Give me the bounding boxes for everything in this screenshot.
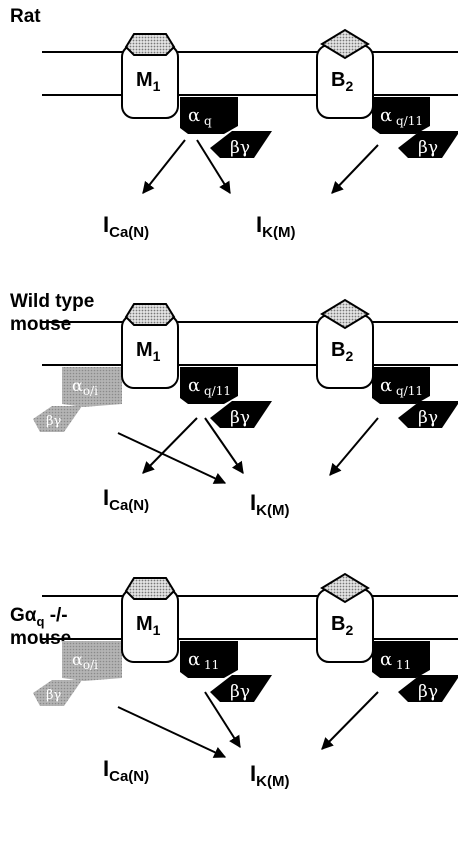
effect-arrow	[142, 417, 198, 474]
panel-title-line-2: mouse	[10, 628, 71, 649]
effect-arrow	[331, 144, 379, 194]
b2-ligand-site	[320, 28, 370, 60]
betagamma-left-label: βγ	[230, 682, 250, 702]
faded-betagamma	[33, 680, 82, 706]
effect-arrow	[142, 139, 186, 194]
b2-ligand-site	[320, 298, 370, 330]
faded-betagamma-label: βγ	[46, 688, 62, 703]
receptor-m1-label: M1	[136, 69, 161, 94]
alpha-left-label: α q	[188, 105, 212, 128]
betagamma-right-label: βγ	[418, 138, 438, 158]
current-ca: ICa(N)	[103, 485, 149, 514]
receptor-m1-label: M1	[136, 613, 161, 638]
faded-betagamma-label: βγ	[46, 414, 62, 429]
current-k: IK(M)	[256, 212, 295, 241]
alpha-right-label: α 11	[380, 649, 411, 672]
effect-arrow	[117, 432, 227, 484]
alpha-right-label: α q/11	[380, 105, 423, 128]
current-k: IK(M)	[250, 490, 289, 519]
betagamma-left-label: βγ	[230, 138, 250, 158]
current-ca: ICa(N)	[103, 756, 149, 785]
alpha-left	[180, 641, 238, 678]
effect-arrow	[196, 139, 231, 195]
betagamma-right	[398, 131, 458, 158]
current-ca: ICa(N)	[103, 212, 149, 241]
effect-arrow	[321, 691, 379, 750]
m1-ligand-site	[124, 33, 176, 56]
faded-betagamma	[33, 406, 82, 432]
effect-arrow	[204, 691, 241, 749]
alpha-left	[180, 367, 238, 404]
alpha-right	[372, 367, 430, 404]
receptor-b2-label: B2	[331, 69, 353, 94]
faded-alpha-label: αo/i	[72, 376, 98, 398]
alpha-left-label: α q/11	[188, 375, 231, 398]
betagamma-left	[210, 131, 272, 158]
receptor-b2-label: B2	[331, 339, 353, 364]
betagamma-right	[398, 401, 458, 428]
betagamma-right-label: βγ	[418, 408, 438, 428]
m1-ligand-site	[124, 303, 176, 326]
current-k: IK(M)	[250, 761, 289, 790]
receptor-m1-label: M1	[136, 339, 161, 364]
betagamma-left	[210, 675, 272, 702]
betagamma-right	[398, 675, 458, 702]
panel-title: Wild type	[10, 291, 94, 312]
alpha-right-label: α q/11	[380, 375, 423, 398]
panel-title: Gαq -/-	[10, 605, 68, 629]
betagamma-left-label: βγ	[230, 408, 250, 428]
alpha-left-label: α 11	[188, 649, 219, 672]
alpha-right	[372, 641, 430, 678]
alpha-right	[372, 97, 430, 134]
receptor-b2-label: B2	[331, 613, 353, 638]
effect-arrow	[204, 417, 244, 474]
panel-title: Rat	[10, 6, 41, 27]
m1-ligand-site	[124, 577, 176, 600]
faded-alpha-oi	[62, 641, 122, 681]
faded-alpha-oi	[62, 367, 122, 407]
b2-ligand-site	[320, 572, 370, 604]
betagamma-left	[210, 401, 272, 428]
effect-arrow	[117, 706, 227, 758]
faded-alpha-label: αo/i	[72, 650, 98, 672]
effect-arrow	[329, 417, 379, 476]
alpha-left	[180, 97, 238, 134]
betagamma-right-label: βγ	[418, 682, 438, 702]
panel-title: mouse	[10, 314, 71, 335]
